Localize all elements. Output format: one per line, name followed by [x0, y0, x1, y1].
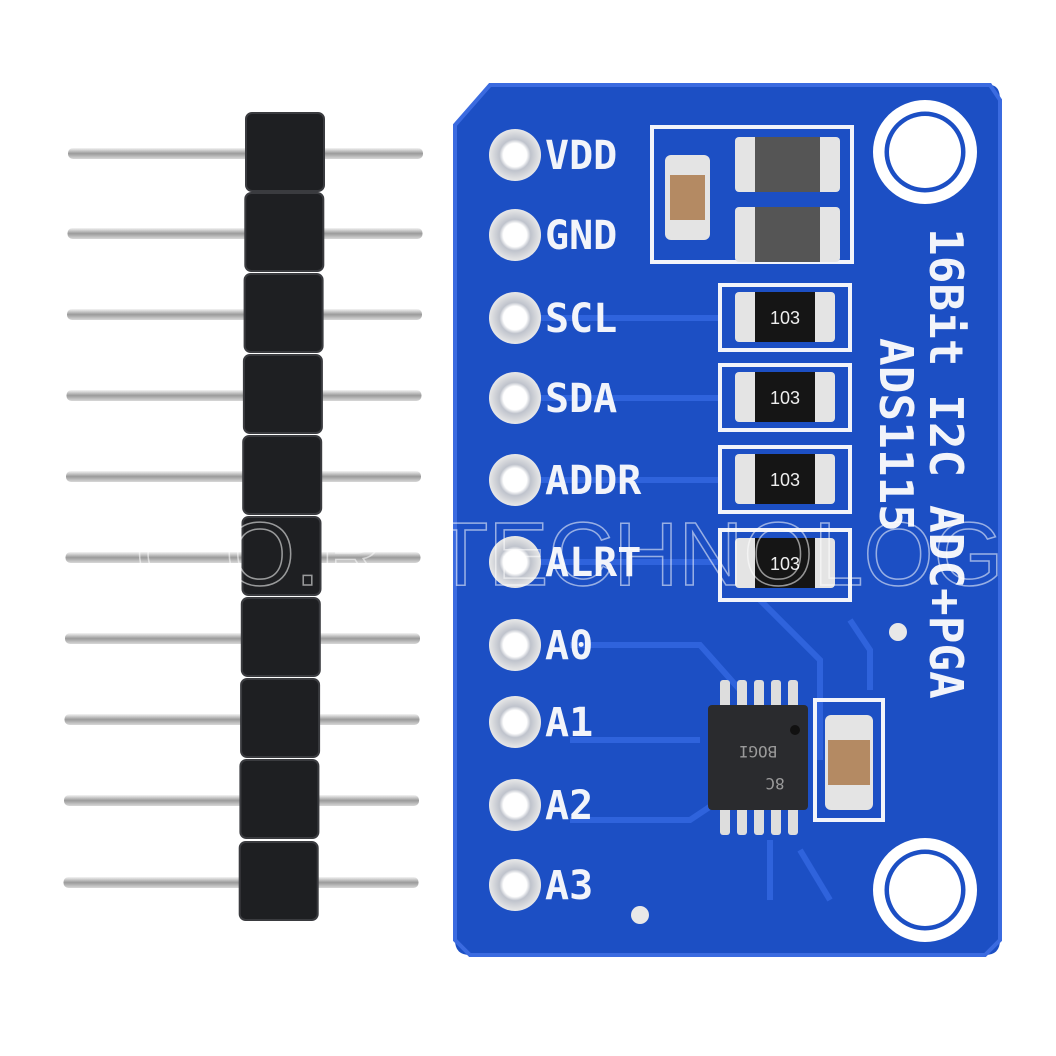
ads1115-chip: BOGI 8C	[708, 680, 808, 835]
pin-label: SCL	[545, 296, 617, 342]
header-segment	[241, 516, 322, 596]
header-segment	[243, 273, 324, 353]
pin-label: ALRT	[545, 540, 641, 586]
resistor-code: 103	[770, 308, 800, 328]
pin-label: ADDR	[545, 458, 642, 504]
chip-marking: 8C	[765, 774, 784, 793]
pin-label: VDD	[545, 133, 617, 179]
header-segment	[238, 841, 319, 921]
mounting-hole	[873, 100, 977, 204]
pin-label: A2	[545, 783, 593, 829]
resistor-code: 103	[770, 388, 800, 408]
pin-label: SDA	[545, 376, 617, 422]
header-segment	[245, 112, 325, 192]
resistor-code: 103	[770, 554, 800, 574]
pin-label: A0	[545, 623, 593, 669]
chip-marking: BOGI	[739, 742, 778, 761]
header-segment	[240, 597, 321, 677]
header-housing	[238, 112, 325, 921]
header-segment	[242, 435, 323, 515]
board-title: 16Bit I2C ADC+PGA	[919, 228, 973, 699]
header-segment	[244, 192, 325, 272]
header-segment	[242, 354, 323, 434]
board-part-number: ADS1115	[869, 338, 923, 532]
pin-label: GND	[545, 213, 617, 259]
header-segment	[239, 759, 320, 839]
resistor-code: 103	[770, 470, 800, 490]
mounting-hole	[873, 838, 977, 942]
header-segment	[240, 678, 321, 758]
pin-label: A1	[545, 700, 593, 746]
pin-label: A3	[545, 863, 593, 909]
watermark: C.O.R. TECHNOLOGY	[135, 505, 1056, 605]
